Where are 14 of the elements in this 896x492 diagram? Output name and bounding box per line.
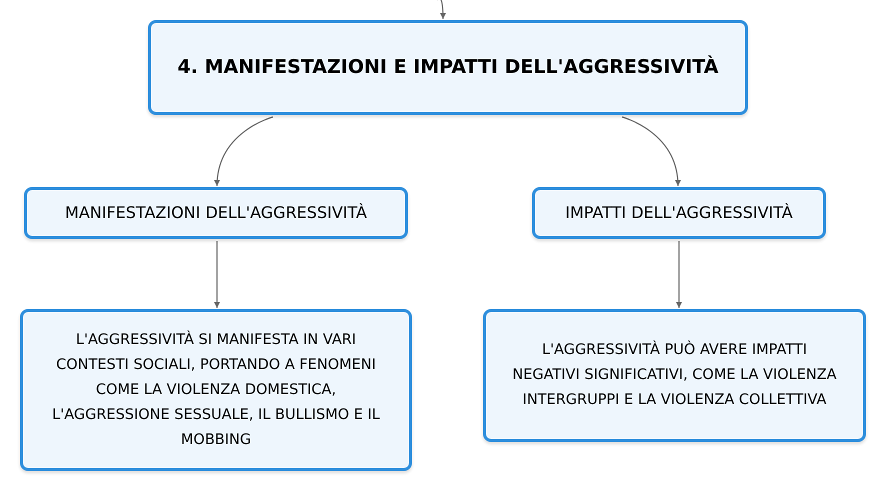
topic-box	[20, 309, 412, 471]
topic-text: MANIFESTAZIONI DELL'AGGRESSIVITÀ	[65, 202, 367, 224]
connector-arrow	[214, 116, 274, 186]
topic-box	[532, 187, 826, 239]
topic-text: L'AGGRESSIVITÀ PUÒ AVERE IMPATTI NEGATIVI SIGNIFICATIVI, COME LA VIOLENZA INTERGRUPPI E LA VIOLENZA COLLETTIVA	[511, 340, 838, 410]
topic-box	[483, 309, 866, 442]
connector-arrow	[676, 241, 682, 308]
connector-arrow	[214, 241, 220, 308]
topic-text: IMPATTI DELL'AGGRESSIVITÀ	[565, 202, 793, 224]
connector-arrow	[622, 116, 680, 186]
topic-text: 4. MANIFESTAZIONI E IMPATTI DELL'AGGRESSIVITÀ	[178, 54, 718, 80]
topic-box	[24, 187, 408, 239]
topic-text: L'AGGRESSIVITÀ SI MANIFESTA IN VARI CONTESTI SOCIALI, PORTANDO A FENOMENI COME LA VIOLENZA DOMESTICA, L'AGGRESSIONE SESSUALE, IL BULLISMO E IL MOBBING	[51, 330, 381, 450]
topic-box	[148, 20, 748, 115]
